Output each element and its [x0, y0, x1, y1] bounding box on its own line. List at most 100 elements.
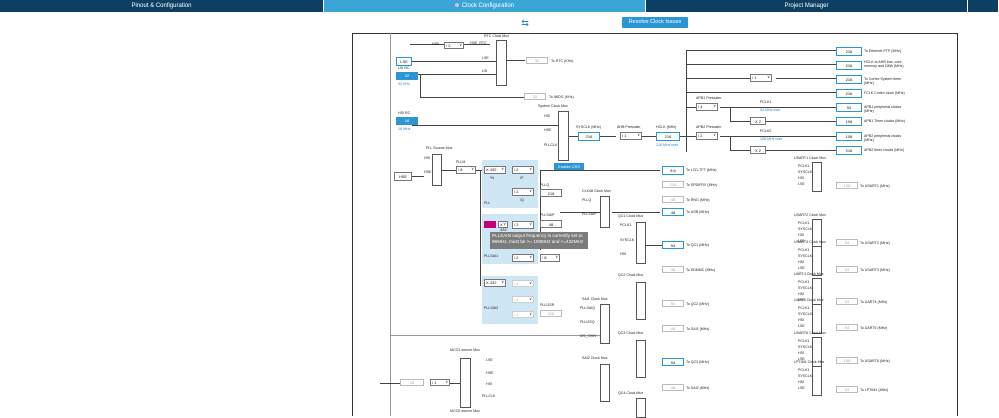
qc3-value[interactable]: 54 [662, 358, 684, 366]
pllsaidivr-select[interactable]: / 8 [540, 254, 560, 262]
rtc-clock-mux[interactable] [496, 40, 507, 86]
hclk-value[interactable]: 216 [656, 132, 680, 141]
enable-css-button[interactable]: Enable CSS [554, 163, 584, 170]
uart-sysclk-in: SYSCLK [798, 374, 813, 378]
output-value[interactable]: 108 [836, 132, 862, 141]
rtc-hse-divider-select[interactable]: / 2 [444, 42, 464, 49]
uart-value[interactable]: 108 [836, 182, 858, 189]
lcd-tft-value[interactable]: 8.6 [662, 166, 684, 175]
apb1-prescaler-label: APB1 Prescaler [696, 96, 722, 100]
plli2sp-divider-select[interactable]: / 2 [512, 280, 534, 287]
uart-clock-mux[interactable] [812, 246, 822, 276]
output-value[interactable]: 54 [836, 103, 862, 112]
uart-value[interactable]: 54 [836, 324, 858, 331]
uart-label: To UART5 (MHz) [860, 326, 888, 330]
pllsaip-divider-select[interactable]: / 2 [512, 221, 534, 229]
plli2sq-divider-select[interactable]: / 2 [512, 296, 534, 303]
plli2sn-multiplier-select[interactable]: X 432 [484, 279, 506, 287]
wire [412, 176, 424, 177]
qc4-clock-mux[interactable] [636, 398, 646, 418]
pllsain-multiplier-select[interactable]: X 432 [498, 221, 508, 232]
plln-multiplier-select[interactable]: X 432 [484, 166, 506, 174]
uart-clock-mux[interactable] [812, 366, 822, 396]
sai2-label: To SAI2 (MHz) [686, 386, 710, 390]
mco1-value[interactable]: 16 [400, 379, 424, 386]
wire [420, 97, 524, 98]
qc1-value[interactable]: 54 [662, 241, 684, 249]
apb2-timer-multiplier[interactable]: X 2 [750, 146, 766, 154]
sai1-value[interactable]: 48 [662, 325, 684, 332]
sai1-clock-mux[interactable] [600, 304, 610, 344]
sdmmc-value[interactable]: 48 [662, 266, 684, 273]
tab-tools[interactable] [968, 0, 999, 12]
rng-value[interactable]: 48 [662, 196, 684, 203]
uart-clock-mux[interactable] [812, 162, 822, 192]
hsi-rc-value[interactable]: 16 [396, 117, 418, 125]
iwdg-output[interactable]: 32 [524, 93, 546, 100]
clk48-clock-mux[interactable] [600, 196, 610, 228]
uart-label: To LPTIM1 (MHz) [860, 388, 889, 392]
sys-hsi-in: HSI [544, 114, 550, 118]
apb2-prescaler-select[interactable]: / 2 [696, 132, 718, 140]
rtc-output[interactable]: 32 [526, 57, 548, 64]
spdifrx-value[interactable]: 216 [662, 181, 684, 188]
output-value[interactable]: 216 [836, 89, 862, 98]
sysclk-value[interactable]: 216 [578, 132, 600, 141]
output-value[interactable]: 108 [836, 117, 862, 126]
plli2sr-value[interactable]: 216 [540, 310, 562, 317]
uart-sysclk-in: SYSCLK [798, 170, 813, 174]
uart-hsi-in: HSI [798, 292, 804, 296]
sai2-value[interactable]: 48 [662, 384, 684, 391]
system-clock-mux[interactable] [558, 111, 569, 161]
output-value[interactable]: 216 [836, 61, 862, 70]
tab-clock-configuration[interactable]: Clock Configuration [324, 0, 646, 12]
apb1-timer-multiplier[interactable]: X 2 [750, 117, 766, 125]
tab-project-manager[interactable]: Project Manager [646, 0, 968, 12]
resolve-clock-issues-button[interactable]: Resolve Clock Issues [622, 17, 688, 28]
pllp-divider-select[interactable]: / 2 [512, 166, 534, 174]
uart-value[interactable]: 54 [836, 239, 858, 246]
uart-clock-mux[interactable] [812, 304, 822, 334]
output-value[interactable]: 216 [836, 146, 862, 155]
uart-hsi-in: HSI [798, 380, 804, 384]
sai2-clock-mux[interactable] [600, 364, 610, 402]
hse-block[interactable]: HSE [394, 172, 412, 181]
output-value[interactable]: 216 [836, 47, 862, 56]
pllsair-divider-select[interactable]: / 2 [512, 254, 534, 262]
uart-sysclk-in: SYSCLK [798, 345, 813, 349]
qc2-value[interactable]: 54 [662, 300, 684, 307]
uart-value[interactable]: 54 [836, 266, 858, 273]
uart-value[interactable]: 108 [836, 357, 858, 364]
output-value[interactable]: 216 [836, 75, 862, 84]
mco1-divider-select[interactable]: / 1 [430, 379, 450, 386]
pllsain-error-indicator[interactable] [484, 221, 496, 228]
qc2-clock-mux[interactable] [636, 282, 646, 320]
qc1-clock-mux[interactable] [636, 222, 646, 264]
lse-block[interactable]: LSE [396, 57, 412, 66]
pllsaip-value[interactable]: 48 [540, 220, 562, 228]
clk48-mux-title: CLK48 Clock Mux [582, 189, 611, 193]
pll-source-mux[interactable] [432, 154, 442, 186]
tab-pinout[interactable]: Pinout & Configuration [0, 0, 324, 12]
wire [686, 92, 836, 93]
tab-clock-label: Clock Configuration [461, 3, 515, 9]
pll-p-label: /P [520, 176, 524, 180]
pllm-divider-select[interactable]: / 8 [456, 166, 476, 174]
pll-hsi-in: HSI [424, 156, 430, 160]
uart-value[interactable]: 54 [836, 386, 858, 393]
plli2sr-divider-select[interactable]: / 2 [512, 311, 534, 318]
canvas-divider [390, 33, 391, 416]
lsi-rc-value[interactable]: 32 [396, 72, 418, 80]
wire [505, 60, 525, 61]
usb-value[interactable]: 48 [662, 208, 684, 216]
qc3-clock-mux[interactable] [636, 340, 646, 378]
ahb-prescaler-select[interactable]: / 1 [620, 132, 642, 140]
pllq-value[interactable]: 216 [540, 189, 562, 197]
mco1-source-mux[interactable] [460, 358, 471, 408]
uart-clock-mux[interactable] [812, 219, 822, 249]
apb1-prescaler-select[interactable]: / 4 [696, 103, 718, 111]
pllq-divider-select[interactable]: / 2 [512, 188, 534, 196]
uart-value[interactable]: 54 [836, 298, 858, 305]
reset-icon[interactable]: ⇆ [521, 18, 529, 28]
cortex-timer-divider-select[interactable]: / 1 [750, 74, 772, 82]
